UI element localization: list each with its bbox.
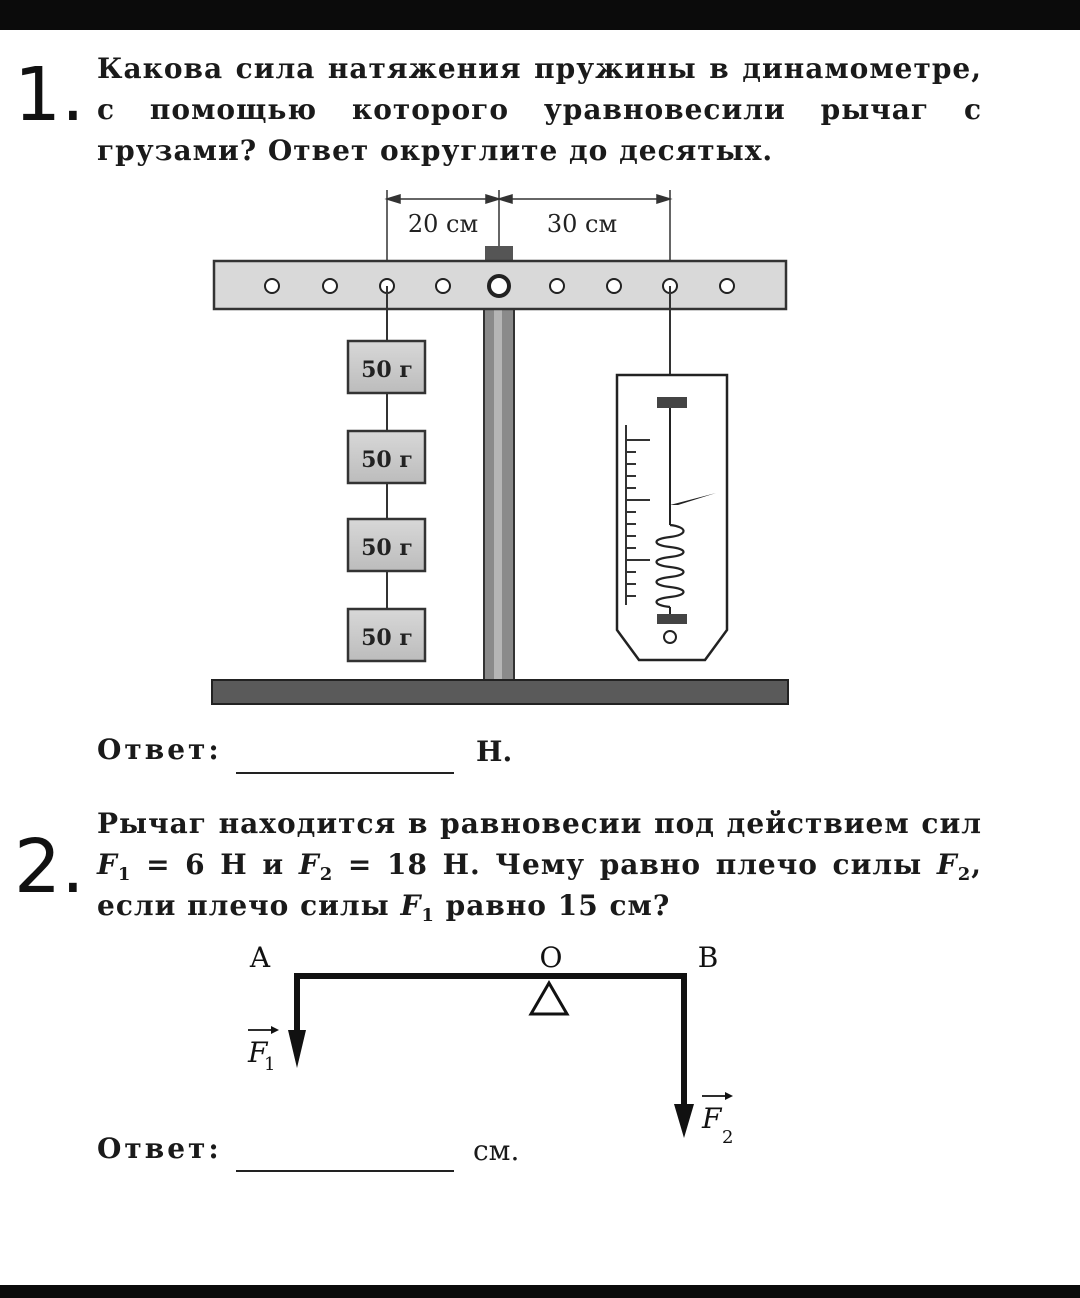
task1-answer-unit: Н. [476,735,513,768]
task2-answer-label: Ответ: [97,1132,222,1165]
weight-2-label: 50 г [361,447,413,473]
fulcrum [528,980,570,1016]
task2-number: 2. [14,824,85,910]
stand-base [211,679,789,705]
force2-label: F 2 [701,1092,733,1148]
weight-2 [346,429,427,485]
lever2-diagram: A O B F 1 F 2 [247,941,733,1148]
task2-answer-unit: см. [473,1134,520,1167]
weight-3 [346,517,427,573]
dimension-lines [384,190,673,262]
task2-question: Рычаг находится в равновесии под действи… [97,807,983,926]
bottom-border [0,1285,1080,1298]
task1-answer-field[interactable] [236,772,454,774]
lever-diagram: 20 см 30 см [211,190,789,705]
lever2-beam [294,973,687,1112]
force2-arrow [674,1104,694,1138]
point-o-label: O [540,941,563,974]
svg-text:1: 1 [264,1054,275,1075]
weight-3-label: 50 г [361,535,413,561]
force1-label: F 1 [247,1026,279,1075]
weight-4 [346,607,427,663]
task1-answer-label: Ответ: [97,733,222,766]
svg-text:F: F [701,1102,723,1135]
task1-number: 1. [14,52,85,138]
left-distance-label: 20 см [408,210,478,238]
point-b-label: B [698,941,719,974]
point-a-label: A [249,941,271,974]
svg-text:F: F [247,1036,269,1069]
force1-arrow [288,1030,306,1068]
lever-holes [264,278,735,294]
top-border [0,0,1080,30]
svg-text:2: 2 [722,1127,733,1148]
task1-question: Какова сила натяжения пружины в динамоме… [97,52,982,167]
right-distance-label: 30 см [547,210,617,238]
pivot-cap [485,246,513,262]
pivot-axis [487,274,511,298]
task2-answer-field[interactable] [236,1170,454,1172]
dynamometer [615,286,729,662]
weight-4-label: 50 г [361,625,413,651]
weight-1 [346,339,427,395]
weight-1-label: 50 г [361,357,413,383]
